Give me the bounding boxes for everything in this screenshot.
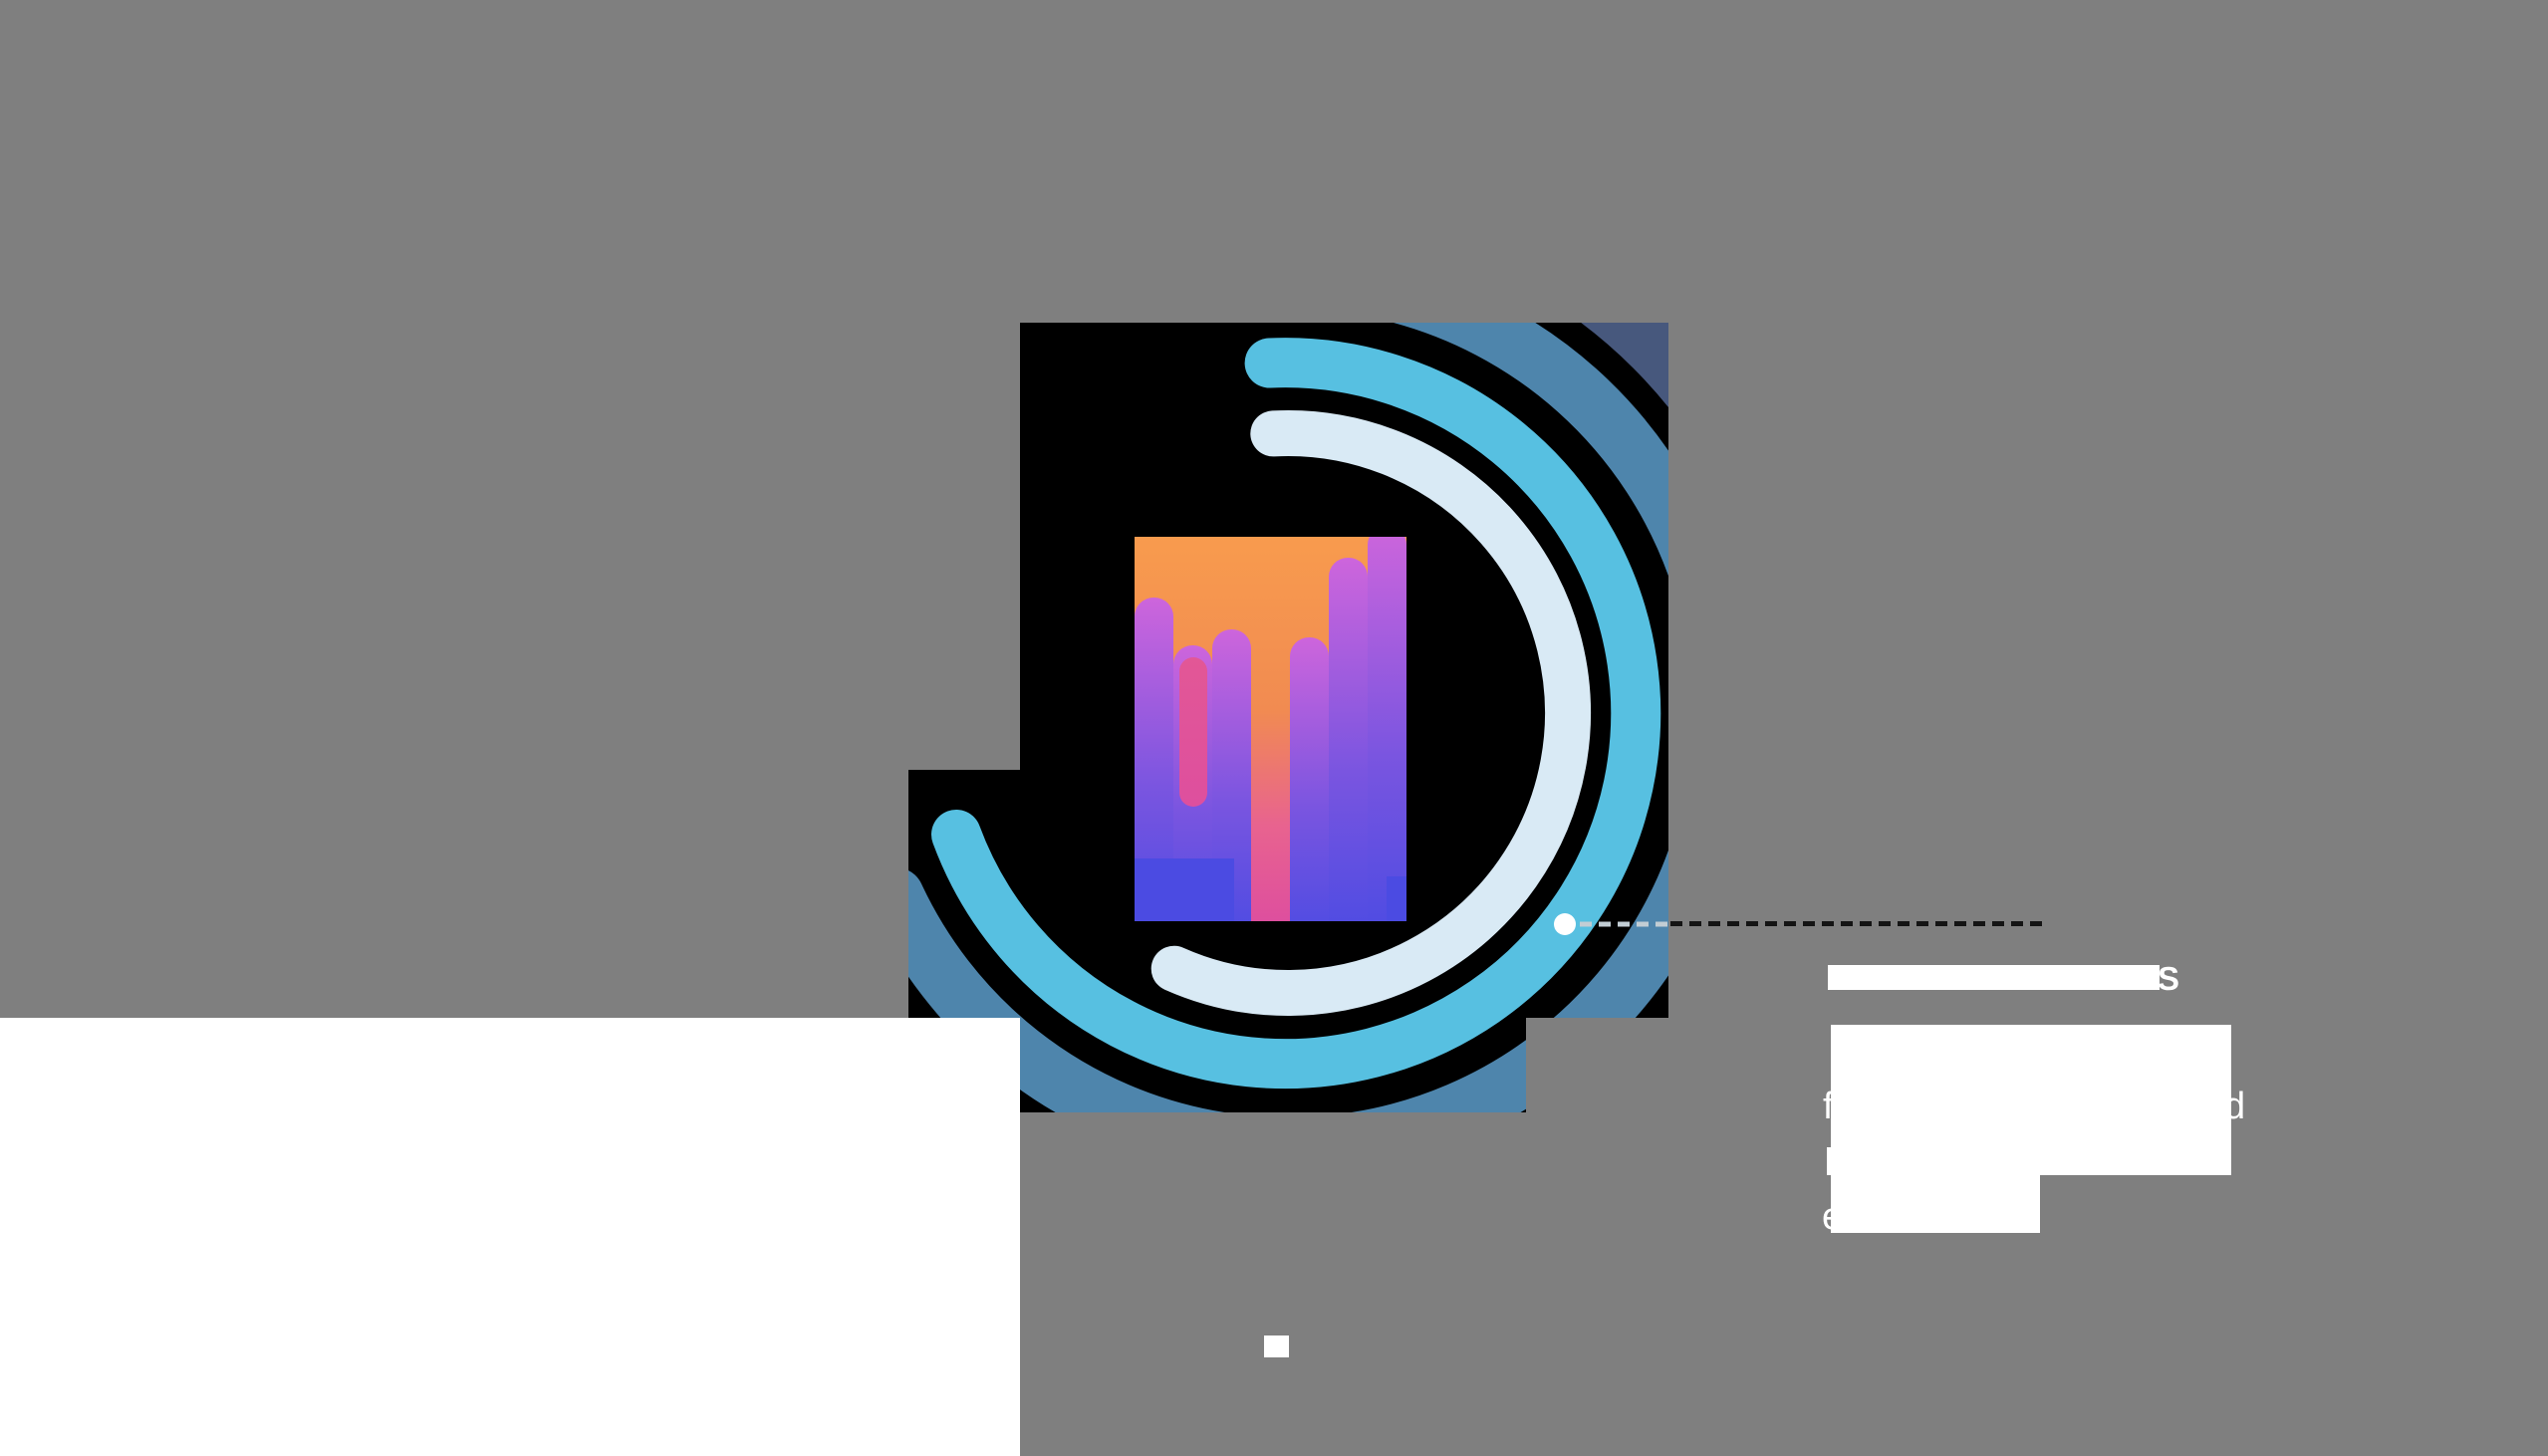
heading-fragment-s: S	[2158, 960, 2181, 997]
callout-dashed-line	[1670, 921, 2049, 926]
logo-illustration	[908, 323, 1668, 1112]
white-panel-bottom-left	[0, 1018, 1020, 1456]
arc-navy-ring	[1340, 323, 1668, 661]
body-fragment-d: d	[2224, 1086, 2246, 1127]
waveform-corner-indigo-right	[1387, 876, 1406, 921]
arc-pale-ring	[1150, 410, 1592, 1016]
body-redaction-block-2	[1831, 1175, 2040, 1233]
arc-steel-ring	[908, 323, 1668, 1112]
waveform-thermal-panel	[1135, 537, 1406, 921]
waveform-drip	[1179, 657, 1207, 807]
body-fragment-bar	[1827, 1147, 1834, 1175]
waveform-bar	[1135, 598, 1173, 921]
callout-dot	[1554, 913, 1576, 935]
body-fragment-e: e	[1822, 1196, 1844, 1238]
arc-teal-ring	[931, 338, 1661, 1090]
waveform-bar	[1290, 637, 1329, 921]
waveform-corner-indigo-left	[1135, 858, 1234, 921]
heading-redaction-bar	[1828, 965, 2160, 990]
body-redaction-block-1	[1831, 1025, 2231, 1175]
waveform-bar	[1329, 558, 1368, 921]
white-square-marker	[1264, 1335, 1289, 1357]
body-fragment-f: f	[1823, 1086, 1834, 1127]
waveform-bar	[1368, 537, 1406, 921]
